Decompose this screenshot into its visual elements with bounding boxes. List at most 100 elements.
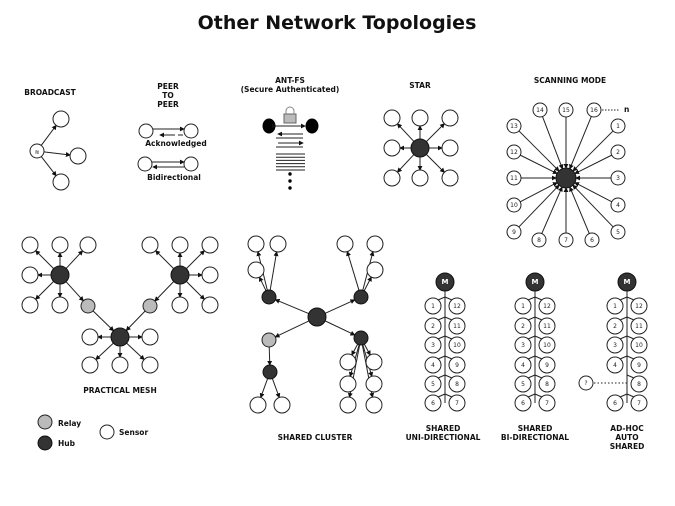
- sensor-node: [273, 396, 291, 414]
- connection-arrow: [520, 154, 558, 174]
- connection-arrow: [155, 250, 179, 274]
- scanning-node: [532, 102, 548, 118]
- shared-label: AD-HOC: [610, 424, 644, 433]
- shared-slave-node: [514, 375, 532, 393]
- scanning-node: [558, 232, 574, 248]
- scanning-node: [610, 224, 626, 240]
- node-label: 2: [613, 323, 617, 330]
- connection-line: [619, 316, 628, 321]
- shared-slave-node: [514, 317, 532, 335]
- node-label: 2: [521, 323, 525, 330]
- connection-line: [527, 355, 536, 360]
- connection-arrow: [40, 156, 57, 177]
- node-label: ?: [584, 380, 587, 387]
- connection-line: [626, 296, 635, 301]
- sensor-node: [69, 147, 87, 165]
- connection-arrow: [259, 373, 272, 399]
- antfs-node: [262, 118, 276, 134]
- node-label: 4: [431, 362, 435, 369]
- node-label: 5: [521, 381, 525, 388]
- connection-arrow: [35, 276, 59, 300]
- connection-line: [626, 355, 635, 360]
- node-label: 2: [431, 323, 435, 330]
- sensor-node: [365, 396, 383, 414]
- scanning-node: [610, 144, 626, 160]
- master-node: [617, 272, 637, 292]
- shared-slave-node: [448, 394, 466, 412]
- shared-slave-node: [538, 356, 556, 374]
- lock-shackle-icon: [285, 106, 295, 114]
- node-label: 6: [613, 400, 617, 407]
- sensor-node: [365, 353, 383, 371]
- node-label: 7: [564, 237, 568, 244]
- node-label: M: [624, 278, 631, 286]
- shared-slave-node: [514, 356, 532, 374]
- sensor-node: [138, 123, 154, 139]
- connection-line: [534, 393, 543, 398]
- node-label: 1: [613, 303, 617, 310]
- connection-arrow: [346, 250, 363, 296]
- legend-relay-swatch: [37, 414, 53, 430]
- sensor-node: [411, 169, 429, 187]
- peer-label-3: PEER: [157, 100, 179, 109]
- continuation-dot: [288, 172, 292, 176]
- connection-line: [437, 296, 446, 301]
- connection-arrow: [274, 298, 314, 318]
- connection-arrow: [274, 316, 314, 338]
- shared-slave-node: [514, 336, 532, 354]
- connection-arrow: [259, 276, 271, 296]
- node-label: M: [532, 278, 539, 286]
- sensor-node: [79, 236, 97, 254]
- scanning-hub-node: [555, 167, 577, 189]
- sensor-node: [21, 296, 39, 314]
- sensor-node: [141, 236, 159, 254]
- node-label: 12: [543, 303, 551, 310]
- shared-slave-node: [448, 317, 466, 335]
- connection-arrow: [572, 184, 614, 228]
- node-label: 12: [453, 303, 461, 310]
- shared-slave-node: [448, 356, 466, 374]
- connection-line: [626, 335, 635, 340]
- shared-label: SHARED: [518, 424, 553, 433]
- shared-slave-node: [606, 394, 624, 412]
- shared-slave-node: [424, 336, 442, 354]
- shared-slave-node: [538, 317, 556, 335]
- shared-slave-node: [448, 375, 466, 393]
- connection-arrow: [88, 306, 115, 332]
- connection-arrow: [95, 338, 119, 361]
- node-label: 8: [537, 237, 541, 244]
- cluster-main-hub: [307, 307, 327, 327]
- connection-line: [626, 316, 635, 321]
- connection-arrow: [574, 182, 613, 203]
- connection-arrow: [61, 250, 84, 274]
- sensor-node: [201, 296, 219, 314]
- node-label: 14: [536, 107, 544, 114]
- shared-slave-node: [424, 356, 442, 374]
- node-label: 11: [543, 323, 551, 330]
- shared-slave-node: [606, 356, 624, 374]
- mesh-hub-node: [170, 265, 190, 285]
- sensor-node: [51, 296, 69, 314]
- sensor-node: [141, 328, 159, 346]
- connection-line: [534, 335, 543, 340]
- cluster-relay-node: [261, 332, 277, 348]
- connection-line: [437, 374, 446, 379]
- lock-icon: [283, 113, 297, 124]
- cluster-label: SHARED CLUSTER: [278, 433, 353, 442]
- connection-arrow: [574, 154, 612, 174]
- sensor-node: [141, 356, 159, 374]
- scanning-node: [506, 224, 522, 240]
- sensor-node: [111, 356, 129, 374]
- connection-line: [444, 393, 453, 398]
- shared-label: AUTO: [615, 433, 638, 442]
- connection-arrow: [518, 130, 560, 172]
- sensor-node: [52, 173, 70, 191]
- scanning-label: SCANNING MODE: [534, 76, 606, 85]
- node-label: 11: [635, 323, 643, 330]
- sensor-node: [137, 156, 153, 172]
- scanning-node: [506, 144, 522, 160]
- connection-line: [527, 316, 536, 321]
- connection-arrow: [40, 124, 57, 146]
- sensor-node: [247, 261, 265, 279]
- node-label: 3: [616, 175, 620, 182]
